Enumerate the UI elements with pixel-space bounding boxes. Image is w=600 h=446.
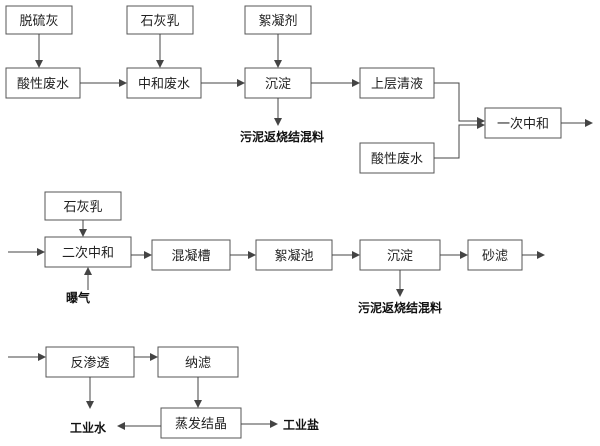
node-acid-wastewater-2: 酸性废水 bbox=[359, 142, 435, 174]
node-neutralized-wastewater: 中和废水 bbox=[126, 67, 202, 99]
node-desulfurization-ash: 脱硫灰 bbox=[5, 5, 73, 35]
node-lime-milk-2: 石灰乳 bbox=[44, 191, 122, 221]
node-secondary-neutralization: 二次中和 bbox=[44, 236, 132, 268]
svg-text:二次中和: 二次中和 bbox=[62, 245, 114, 261]
node-nanofiltration: 纳滤 bbox=[157, 346, 239, 378]
svg-text:石灰乳: 石灰乳 bbox=[140, 14, 179, 29]
svg-text:蒸发结晶: 蒸发结晶 bbox=[175, 416, 227, 432]
label-aeration: 曝气 bbox=[66, 290, 90, 305]
arrow-acid2-to-primary bbox=[434, 121, 485, 159]
svg-text:上层清液: 上层清液 bbox=[371, 77, 423, 92]
svg-text:脱硫灰: 脱硫灰 bbox=[19, 14, 58, 29]
node-reverse-osmosis: 反渗透 bbox=[45, 346, 135, 378]
node-flocculant: 絮凝剂 bbox=[244, 5, 312, 35]
svg-text:中和废水: 中和废水 bbox=[138, 76, 190, 92]
svg-text:酸性废水: 酸性废水 bbox=[17, 76, 69, 92]
node-lime-milk-1: 石灰乳 bbox=[126, 5, 194, 35]
label-industrial-water: 工业水 bbox=[70, 420, 107, 435]
node-flocculation-basin: 絮凝池 bbox=[255, 239, 333, 271]
svg-text:石灰乳: 石灰乳 bbox=[63, 200, 102, 215]
node-sand-filtration: 砂滤 bbox=[467, 239, 523, 271]
node-settling-2: 沉淀 bbox=[359, 239, 441, 271]
svg-text:沉淀: 沉淀 bbox=[265, 77, 291, 92]
node-coagulation-tank: 混凝槽 bbox=[151, 239, 231, 271]
svg-text:絮凝池: 絮凝池 bbox=[274, 248, 313, 264]
svg-text:混凝槽: 混凝槽 bbox=[171, 248, 210, 264]
svg-text:一次中和: 一次中和 bbox=[497, 116, 549, 132]
label-sludge-return-1: 污泥返烧结混料 bbox=[240, 129, 324, 144]
node-primary-neutralization: 一次中和 bbox=[484, 107, 562, 139]
label-sludge-return-2: 污泥返烧结混料 bbox=[358, 300, 442, 315]
arrow-supernatant-to-primary bbox=[434, 82, 485, 125]
label-industrial-salt: 工业盐 bbox=[283, 417, 319, 432]
node-evaporation-crystallization: 蒸发结晶 bbox=[160, 407, 242, 439]
svg-text:反渗透: 反渗透 bbox=[70, 356, 109, 371]
node-settling-1: 沉淀 bbox=[244, 67, 312, 99]
svg-text:沉淀: 沉淀 bbox=[387, 249, 413, 264]
svg-text:砂滤: 砂滤 bbox=[482, 249, 508, 264]
node-supernatant: 上层清液 bbox=[359, 67, 435, 99]
svg-text:絮凝剂: 絮凝剂 bbox=[258, 13, 297, 29]
svg-text:酸性废水: 酸性废水 bbox=[371, 151, 423, 167]
svg-text:纳滤: 纳滤 bbox=[185, 356, 211, 371]
node-acid-wastewater-1: 酸性废水 bbox=[5, 67, 81, 99]
